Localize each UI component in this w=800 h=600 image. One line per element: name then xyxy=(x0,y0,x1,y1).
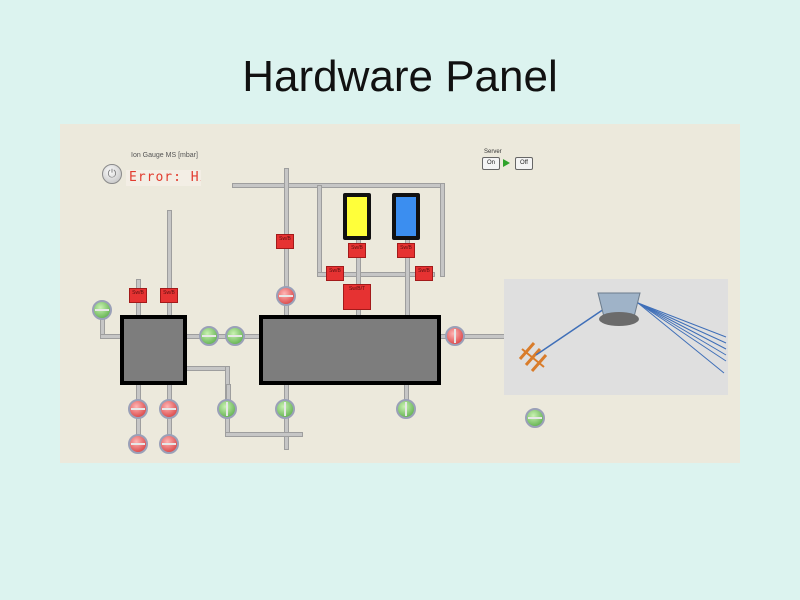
gas-cylinder-yellow[interactable] xyxy=(343,193,371,240)
valve-closed[interactable] xyxy=(276,286,296,306)
gauge-box[interactable]: Sw/B xyxy=(397,243,415,258)
valve-open[interactable] xyxy=(525,408,545,428)
valve-open[interactable] xyxy=(199,326,219,346)
grating-icon xyxy=(597,292,641,326)
valve-closed[interactable] xyxy=(159,399,179,419)
valve-open[interactable] xyxy=(92,300,112,320)
valve-open[interactable] xyxy=(225,326,245,346)
gauge-box[interactable]: Sw/B xyxy=(160,288,178,303)
gauge-box[interactable]: Sw/B xyxy=(348,243,366,258)
valve-closed[interactable] xyxy=(128,399,148,419)
beam-fan xyxy=(637,302,727,374)
server-label: Server xyxy=(484,149,502,155)
optics-diagram xyxy=(518,292,727,374)
power-icon[interactable]: ⏻ xyxy=(102,164,122,184)
pipe xyxy=(317,272,435,277)
pipe xyxy=(100,334,122,339)
pipe xyxy=(440,183,445,277)
hardware-panel: ⏻ Ion Gauge MS [mbar] Error: Hi Server O… xyxy=(60,124,740,463)
server-off-button[interactable]: Off xyxy=(515,157,533,170)
play-icon[interactable] xyxy=(503,159,510,167)
pipe xyxy=(225,432,303,437)
gas-cylinder-blue[interactable] xyxy=(392,193,420,240)
gauge-box[interactable]: Sw/B xyxy=(276,234,294,249)
detector-area[interactable] xyxy=(504,279,728,395)
gauge-box[interactable]: Sw/B/T xyxy=(343,284,371,310)
gauge-box[interactable]: Sw/B xyxy=(326,266,344,281)
vacuum-chamber-left[interactable] xyxy=(120,315,187,385)
mirror-icon xyxy=(518,342,548,372)
vacuum-chamber-main[interactable] xyxy=(259,315,441,385)
ion-gauge-readout: Error: Hi xyxy=(126,170,201,186)
pipe xyxy=(284,168,289,450)
pipe xyxy=(185,334,263,339)
pipe xyxy=(232,183,444,188)
valve-open[interactable] xyxy=(396,399,416,419)
server-on-button[interactable]: On xyxy=(482,157,500,170)
pipe xyxy=(317,185,322,277)
ion-gauge-label: Ion Gauge MS [mbar] xyxy=(131,152,198,159)
valve-closed[interactable] xyxy=(445,326,465,346)
valve-open[interactable] xyxy=(275,399,295,419)
valve-closed[interactable] xyxy=(159,434,179,454)
pipe xyxy=(167,210,172,322)
pipe xyxy=(185,366,229,371)
valve-open[interactable] xyxy=(217,399,237,419)
gauge-box[interactable]: Sw/B xyxy=(129,288,147,303)
valve-closed[interactable] xyxy=(128,434,148,454)
page-title: Hardware Panel xyxy=(242,52,558,101)
gauge-box[interactable]: Sw/B xyxy=(415,266,433,281)
